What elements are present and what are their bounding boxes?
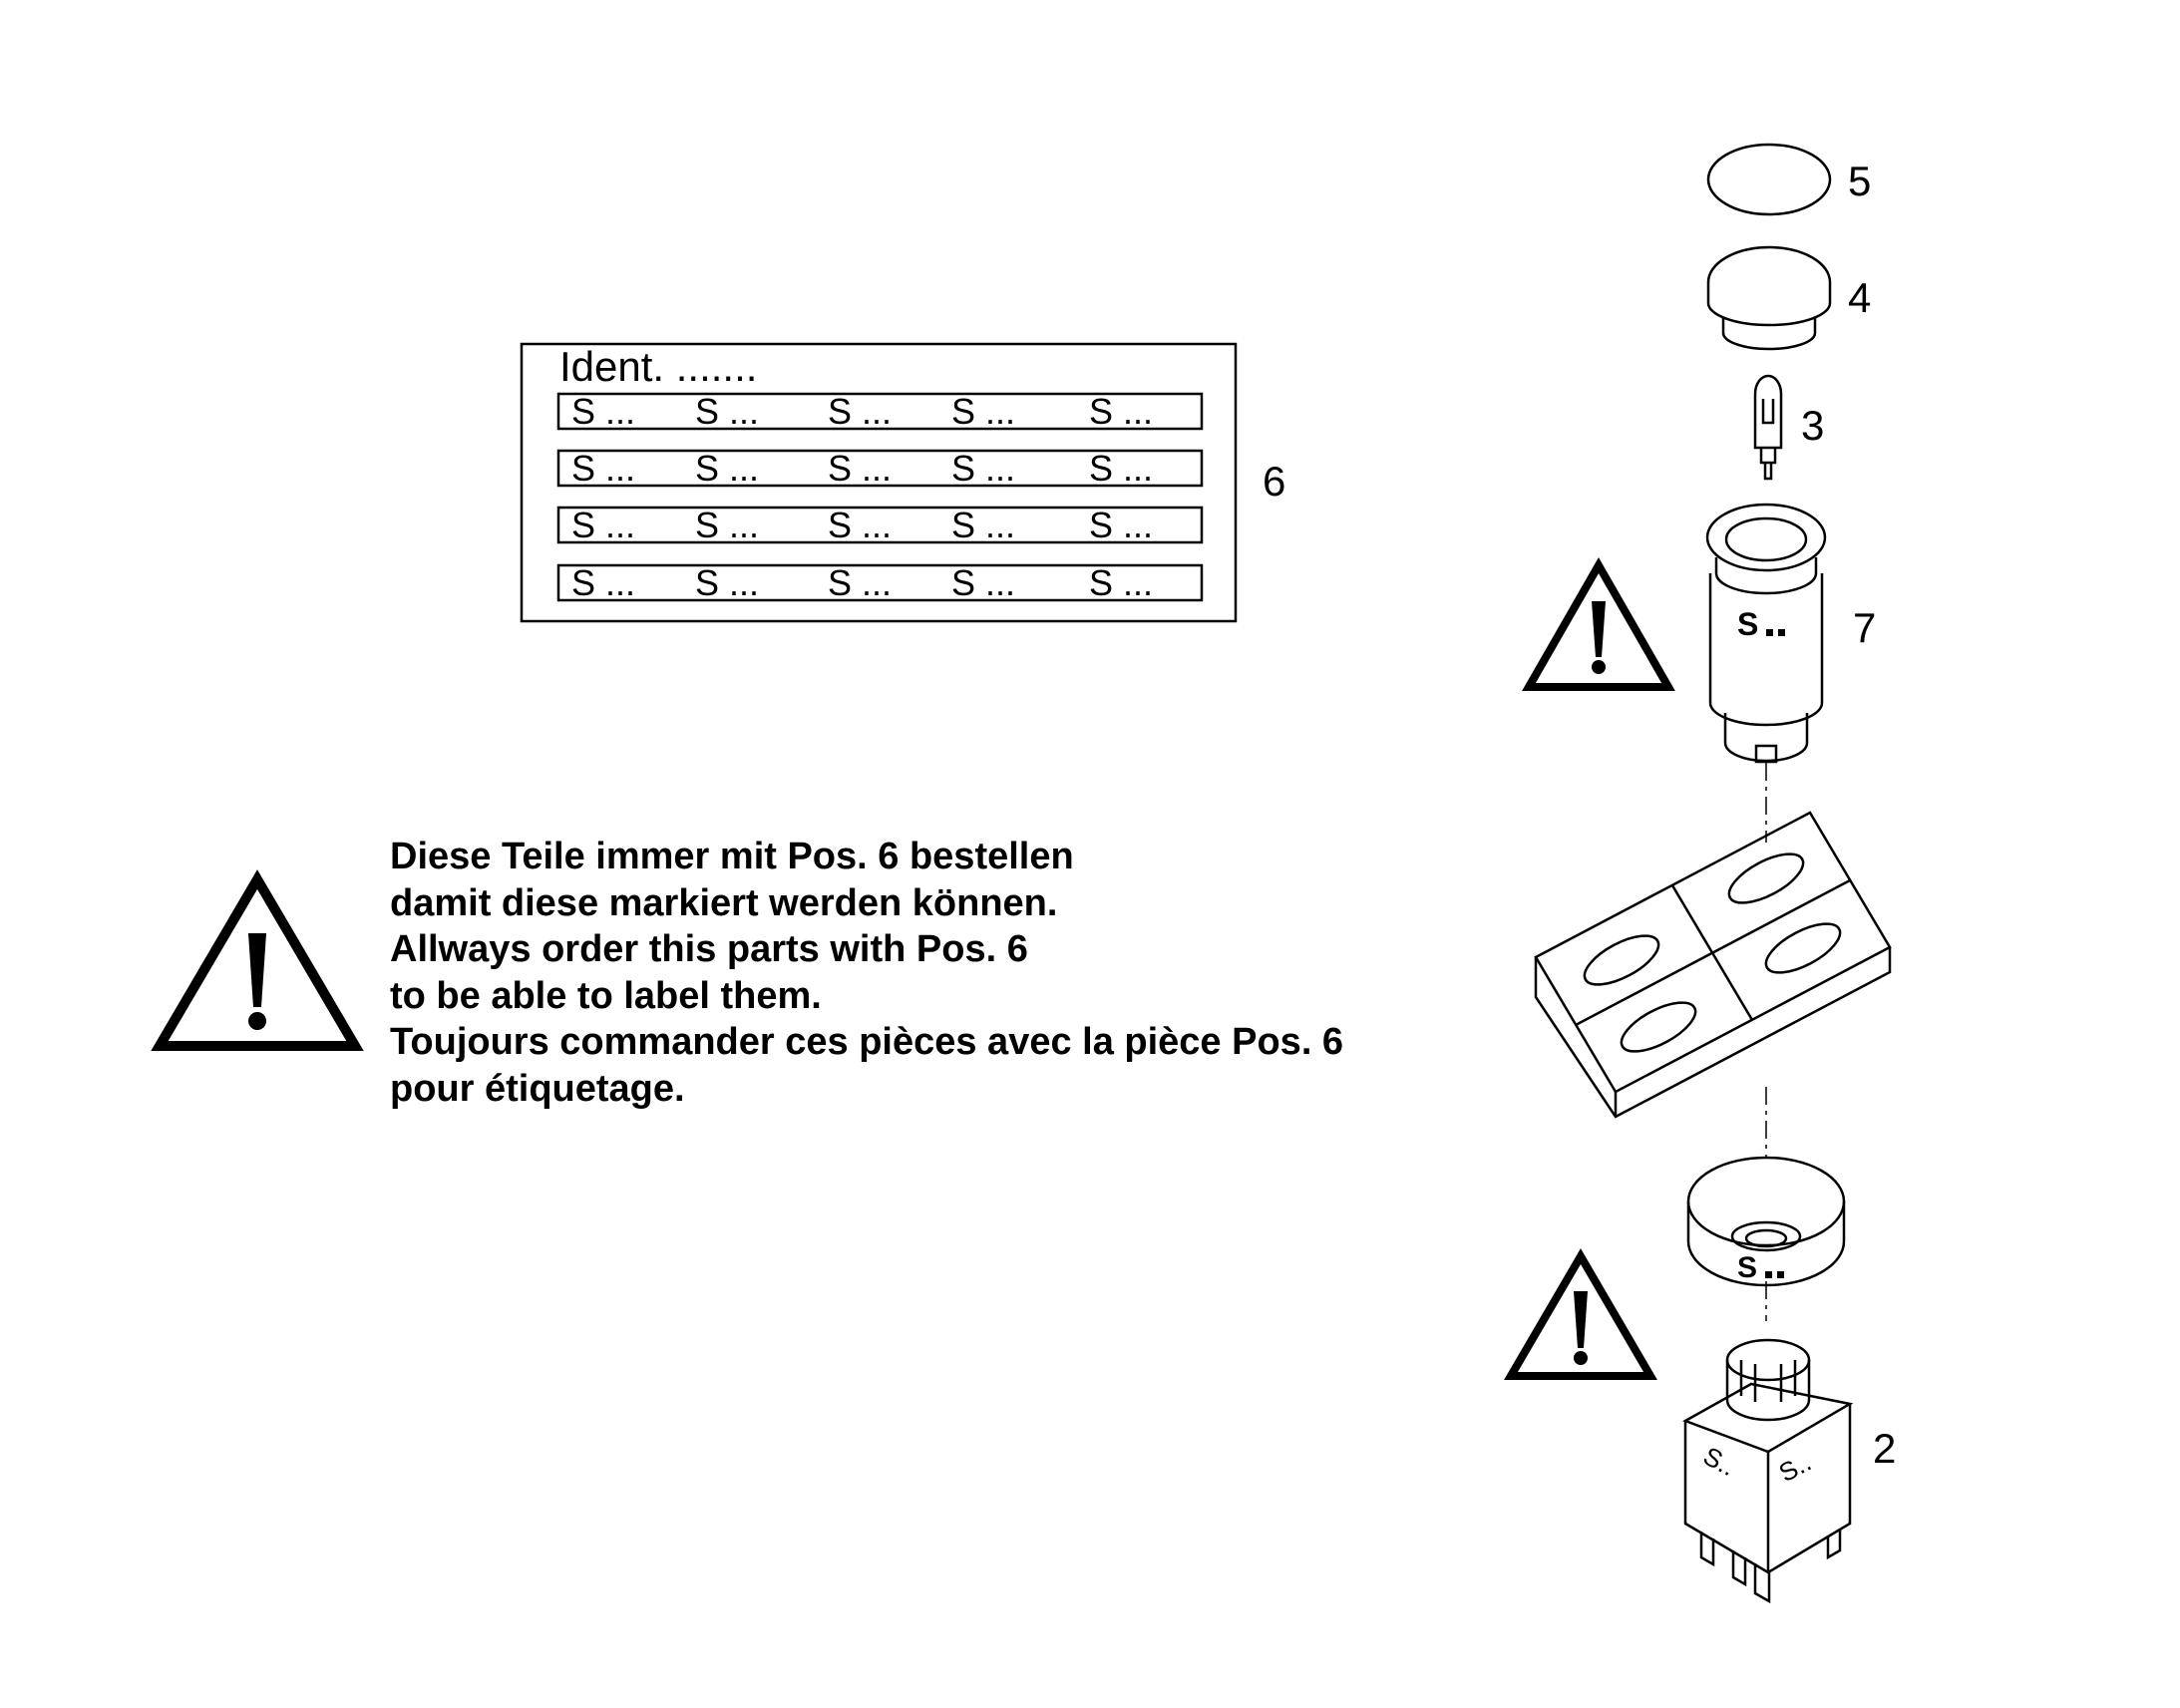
label-cell: S ...: [1089, 505, 1153, 545]
callout-pos7: 7: [1853, 604, 1876, 651]
label-cell: S ...: [571, 505, 635, 545]
label-cell: S ...: [951, 505, 1015, 545]
label-cell: S ...: [695, 391, 759, 432]
lens-disc: [1706, 143, 1832, 216]
label-cell: S ...: [828, 391, 892, 432]
label-cell: S ...: [695, 505, 759, 545]
ordering-note: Diese Teile immer mit Pos. 6 bestellen d…: [390, 834, 1343, 1112]
label-cell: S ...: [828, 562, 892, 603]
warning-icon: [151, 869, 364, 1051]
callout-pos5: 5: [1848, 158, 1871, 204]
switch-body: [1682, 1338, 1854, 1604]
callout-pos2: 2: [1873, 1425, 1896, 1472]
collar-ring: [1686, 1156, 1846, 1287]
label-cell: S ...: [1089, 448, 1153, 489]
label-row: S ... S ... S ... S ... S ...: [556, 448, 1204, 489]
note-line: Allways order this parts with Pos. 6: [390, 928, 1028, 970]
switch-mark-left: S..: [1698, 1441, 1740, 1482]
note-line: Toujours commander ces pièces avec la pi…: [390, 1021, 1344, 1063]
note-line: damit diese markiert werden können.: [390, 881, 1058, 924]
lamp-holder-mark: S: [1737, 606, 1758, 642]
label-cell: S ...: [1089, 562, 1153, 603]
callout-pos6: 6: [1263, 458, 1285, 505]
label-cell: S ...: [695, 448, 759, 489]
label-sheet: Ident. ....... S ... S ... S ... S ... S…: [520, 342, 1238, 623]
label-cell: S ...: [571, 448, 635, 489]
label-cell: S ...: [828, 505, 892, 545]
label-row: S ... S ... S ... S ... S ...: [556, 562, 1204, 603]
label-cell: S ...: [695, 562, 759, 603]
warning-icon: [1504, 1248, 1657, 1380]
label-cell: S ...: [571, 391, 635, 432]
label-cell: S ...: [571, 562, 635, 603]
label-cell: S ...: [951, 448, 1015, 489]
mounting-plate: [1534, 811, 1892, 1119]
label-cell: S ...: [1089, 391, 1153, 432]
label-sheet-ident: Ident. .......: [559, 343, 757, 390]
switch-mark-right: S..: [1774, 1447, 1816, 1488]
push-cap: [1706, 245, 1832, 351]
note-line: pour étiquetage.: [390, 1067, 685, 1110]
callout-pos3: 3: [1801, 402, 1824, 449]
label-cell: S ...: [951, 391, 1015, 432]
label-row: S ... S ... S ... S ... S ...: [556, 505, 1204, 545]
lamp-holder: [1705, 503, 1827, 764]
note-line: to be able to label them.: [390, 974, 822, 1017]
label-row: S ... S ... S ... S ... S ...: [556, 391, 1204, 432]
lamp-bulb: [1753, 374, 1783, 481]
warning-icon: [1522, 556, 1675, 691]
label-cell: S ...: [951, 562, 1015, 603]
collar-mark: S: [1737, 1251, 1757, 1284]
callout-pos4: 4: [1848, 274, 1871, 321]
note-line: Diese Teile immer mit Pos. 6 bestellen: [390, 836, 1074, 877]
label-cell: S ...: [828, 448, 892, 489]
